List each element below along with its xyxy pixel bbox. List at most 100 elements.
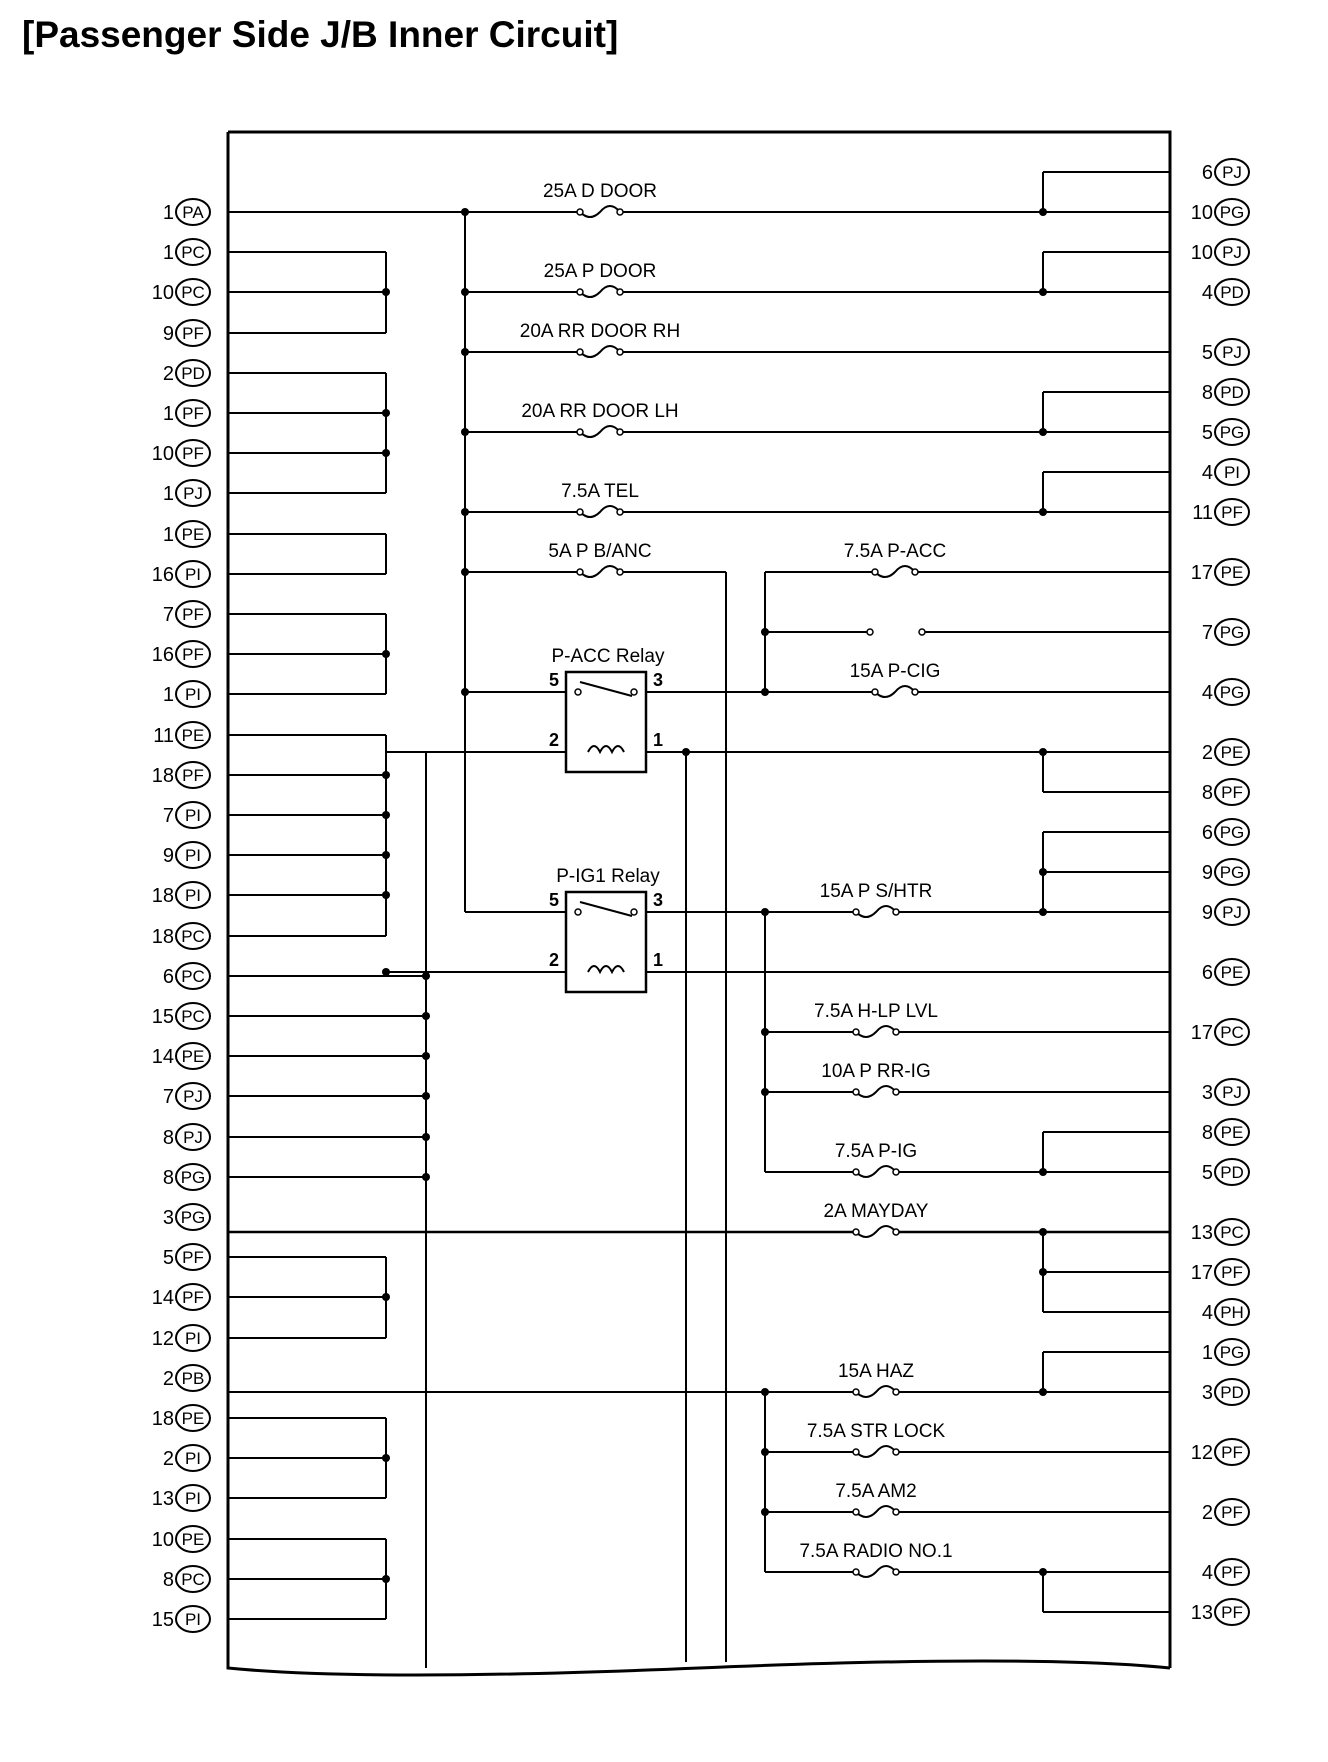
fuse-terminal <box>576 428 584 436</box>
connector-left-12: PI1 <box>163 680 211 708</box>
connector-left-19: PC6 <box>163 962 211 990</box>
connector-code: PG <box>1220 863 1245 882</box>
junction-dot <box>761 908 769 916</box>
connector-pin-outline <box>175 520 211 548</box>
connector-code: PC <box>1220 1023 1244 1042</box>
connector-number: 13 <box>152 1488 174 1510</box>
connector-right-14: PG6 <box>1202 818 1250 846</box>
connector-left-31: PI2 <box>163 1444 211 1472</box>
fuse-terminal <box>576 508 584 516</box>
connector-pin-outline <box>175 439 211 467</box>
junction-dot <box>422 1052 430 1060</box>
junction-dot <box>461 688 469 696</box>
fuse-element <box>855 1085 897 1098</box>
page-title: [Passenger Side J/B Inner Circuit] <box>22 14 619 55</box>
connector-right-11: PG4 <box>1202 678 1250 706</box>
connector-code: PF <box>1221 1563 1243 1582</box>
switch-terminal <box>918 628 926 636</box>
connector-number: 1 <box>163 403 174 425</box>
connector-code: PE <box>1221 743 1244 762</box>
fuse-terminal <box>911 568 919 576</box>
fuse-terminal <box>852 1568 860 1576</box>
connector-number: 18 <box>152 885 174 907</box>
connector-number: 3 <box>163 1207 174 1229</box>
connector-pin-outline <box>1214 1018 1250 1046</box>
fuse-terminal <box>892 1448 900 1456</box>
junction-dot <box>1039 1268 1047 1276</box>
fuse-label: 7.5A TEL <box>561 481 639 502</box>
junction-dot <box>1039 1568 1047 1576</box>
relay-coil <box>587 965 625 975</box>
connector-left-16: PI9 <box>163 841 211 869</box>
fuse-label: 25A P DOOR <box>544 261 657 282</box>
relay-pin-number: 3 <box>653 890 663 910</box>
junction-dot <box>761 1448 769 1456</box>
connector-pin-outline <box>175 680 211 708</box>
connector-code: PJ <box>183 484 203 503</box>
connector-pin-outline <box>1214 378 1250 406</box>
connector-code: PC <box>181 283 205 302</box>
fuse-terminal <box>616 348 624 356</box>
connector-number: 2 <box>1202 1502 1213 1524</box>
connector-pin-outline <box>1214 1338 1250 1366</box>
fuse-element <box>855 1565 897 1578</box>
connector-pin-outline <box>175 841 211 869</box>
connector-code: PB <box>182 1369 205 1388</box>
fuse-terminal <box>576 348 584 356</box>
connector-code: PE <box>182 525 205 544</box>
connector-number: 18 <box>152 926 174 948</box>
connector-pin-outline <box>175 922 211 950</box>
fuse-element <box>855 1225 897 1238</box>
fuse-12: 2A MAYDAY <box>824 1201 929 1238</box>
connector-code: PJ <box>183 1087 203 1106</box>
junction-dot <box>422 1133 430 1141</box>
connector-pin-outline <box>175 1283 211 1311</box>
connector-code: PF <box>182 444 204 463</box>
relay-contact <box>630 908 638 916</box>
connector-number: 7 <box>1202 622 1213 644</box>
relay-label: P-IG1 Relay <box>556 866 660 887</box>
connector-number: 12 <box>152 1328 174 1350</box>
fuse-terminal <box>616 288 624 296</box>
connector-number: 8 <box>1202 382 1213 404</box>
connector-code: PF <box>1221 1263 1243 1282</box>
junction-dot <box>461 428 469 436</box>
connector-pin-outline <box>175 1484 211 1512</box>
junction-dot <box>382 449 390 457</box>
connector-pin-outline <box>175 1444 211 1472</box>
fuse-element <box>579 345 621 358</box>
connector-pin-outline <box>1214 858 1250 886</box>
connector-number: 10 <box>152 1529 174 1551</box>
connector-pin-outline <box>175 1364 211 1392</box>
connector-number: 2 <box>163 1368 174 1390</box>
connector-pin-outline <box>175 761 211 789</box>
fuse-11: 7.5A P-IG <box>835 1141 917 1178</box>
junction-dot <box>1039 1168 1047 1176</box>
fuse-4: 7.5A TEL <box>561 481 639 518</box>
fuse-9: 7.5A H-LP LVL <box>814 1001 938 1038</box>
connector-code: PE <box>1221 563 1244 582</box>
fuse-label: 7.5A P-ACC <box>844 541 946 562</box>
connector-pin-outline <box>175 359 211 387</box>
connector-pin-outline <box>175 560 211 588</box>
connector-number: 5 <box>163 1247 174 1269</box>
connector-pin-outline <box>1214 958 1250 986</box>
connector-number: 17 <box>1191 562 1213 584</box>
connector-left-23: PJ8 <box>163 1123 211 1151</box>
fuse-element <box>855 1445 897 1458</box>
connector-left-15: PI7 <box>163 801 211 829</box>
connector-number: 8 <box>163 1569 174 1591</box>
connector-code: PA <box>182 203 204 222</box>
fuse-terminal <box>871 568 879 576</box>
junction-dot <box>761 628 769 636</box>
fuse-0: 25A D DOOR <box>543 181 657 218</box>
connector-right-24: PH4 <box>1202 1298 1250 1326</box>
connector-number: 5 <box>1202 1162 1213 1184</box>
junction-dot <box>461 348 469 356</box>
